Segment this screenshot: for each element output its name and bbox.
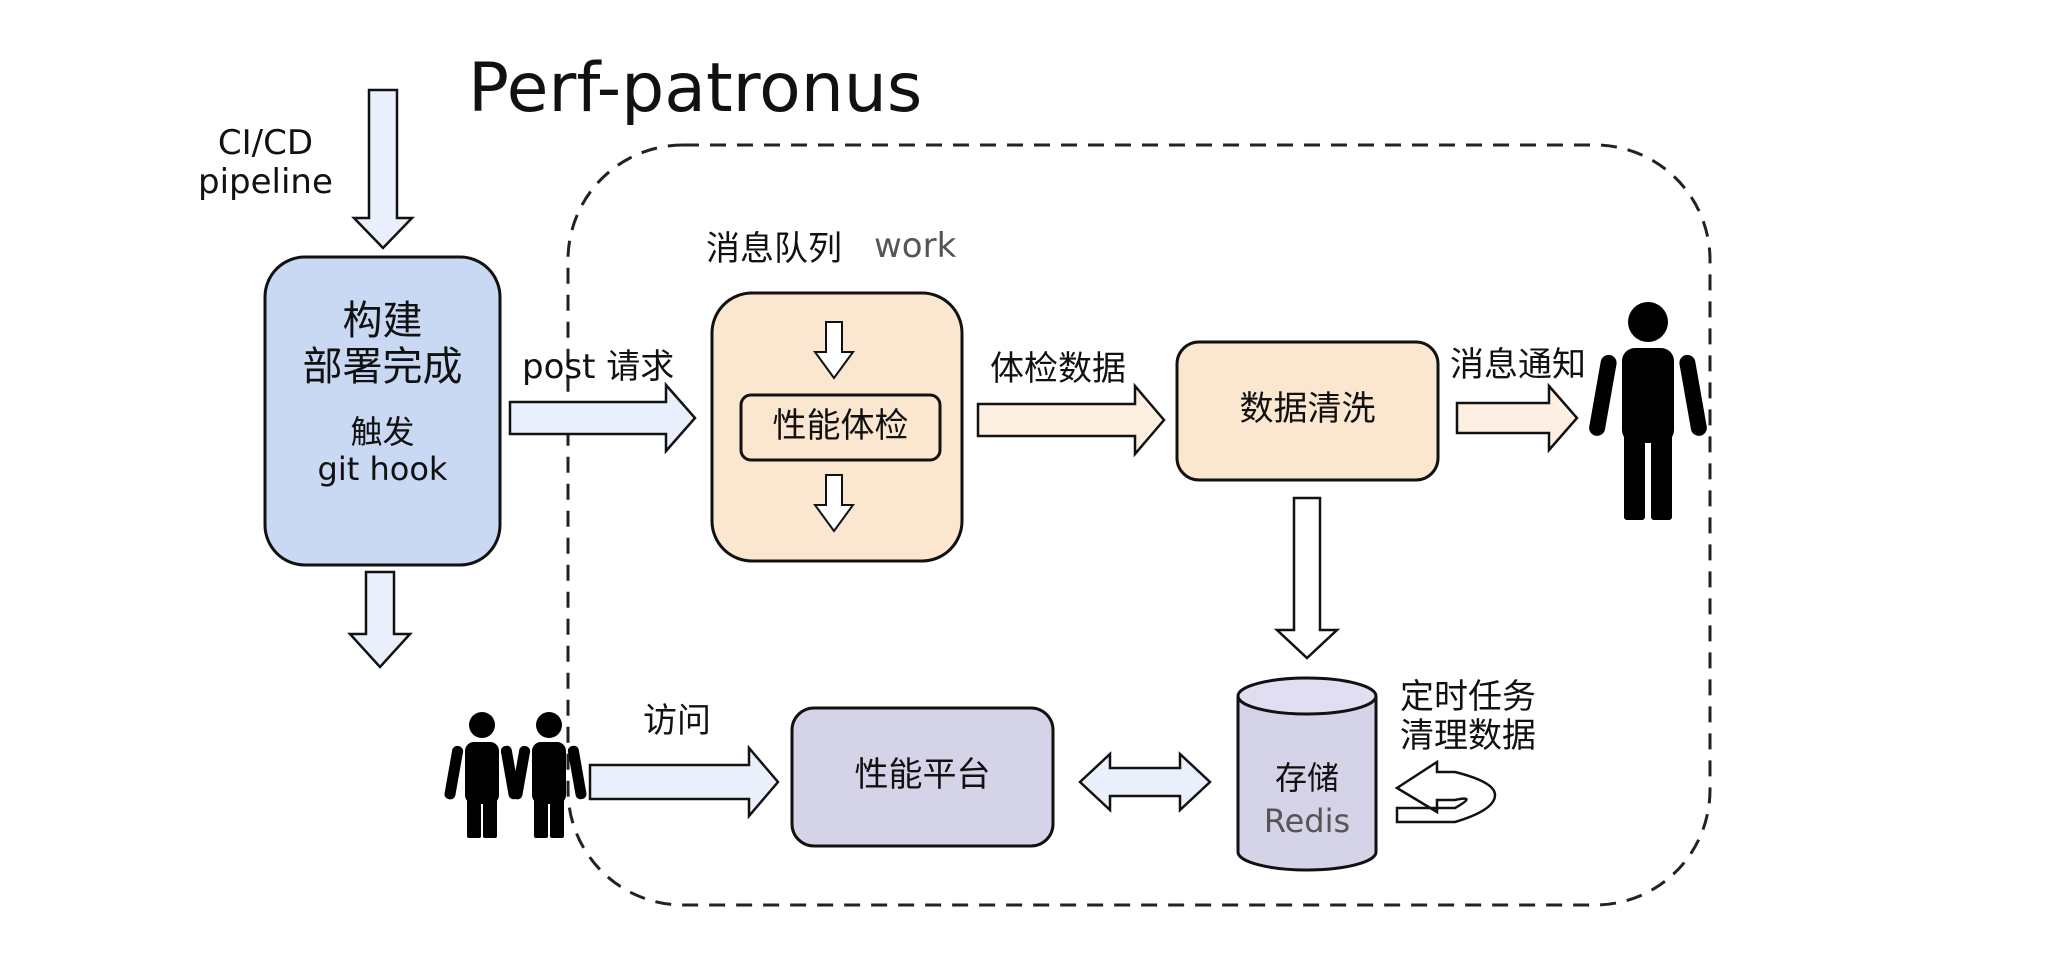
build-down-arrow: [347, 570, 413, 669]
notify-arrow: [1455, 382, 1579, 454]
redis-label: Redis: [1263, 801, 1351, 840]
check-box: [739, 393, 942, 462]
system-boundary: [566, 143, 1712, 907]
post-arrow: [508, 381, 697, 455]
clean-to-storage-arrow: [1273, 496, 1341, 660]
diagram-title: Perf-patronus: [468, 49, 923, 128]
clean-box: [1175, 340, 1440, 482]
visit-label: 访问: [643, 701, 711, 741]
ci-arrow: [351, 88, 415, 250]
health-data-arrow: [976, 382, 1166, 458]
ci-label-line1: CI/CD: [217, 123, 314, 163]
build-line1: 构建: [342, 298, 423, 344]
visit-arrow: [588, 744, 780, 820]
ci-label: CI/CD pipeline: [198, 123, 333, 203]
cron-line1: 定时任务: [1400, 677, 1536, 717]
work-label: work: [874, 226, 957, 266]
platform-storage-arrow: [1078, 751, 1212, 813]
clean-label: 数据清洗: [1239, 389, 1376, 429]
two-people-icon: [444, 712, 587, 838]
queue-label: 消息队列: [706, 229, 842, 269]
platform-box: [790, 706, 1055, 848]
ci-label-line2: pipeline: [198, 162, 333, 203]
check-label: 性能体检: [772, 406, 909, 446]
storage-text: 存储 Redis: [1238, 760, 1376, 840]
health-data-label: 体检数据: [990, 349, 1126, 389]
build-line3: 触发: [350, 413, 415, 451]
cylinder-icon: [1236, 676, 1378, 872]
person-icon: [1589, 302, 1707, 520]
cron-label: 定时任务 清理数据: [1400, 677, 1536, 757]
build-box-text: 构建 部署完成 触发 git hook: [265, 298, 500, 488]
cron-loop-arrow: [1394, 759, 1497, 824]
platform-label: 性能平台: [854, 755, 991, 795]
queue-out-arrow: [813, 474, 855, 533]
build-line4: git hook: [317, 449, 448, 488]
notify-label: 消息通知: [1450, 345, 1586, 385]
storage-label: 存储: [1274, 759, 1339, 797]
post-label: post 请求: [522, 347, 675, 387]
cron-line2: 清理数据: [1400, 716, 1536, 757]
queue-in-arrow: [813, 321, 855, 380]
build-line2: 部署完成: [302, 344, 463, 390]
build-box: [263, 255, 502, 567]
